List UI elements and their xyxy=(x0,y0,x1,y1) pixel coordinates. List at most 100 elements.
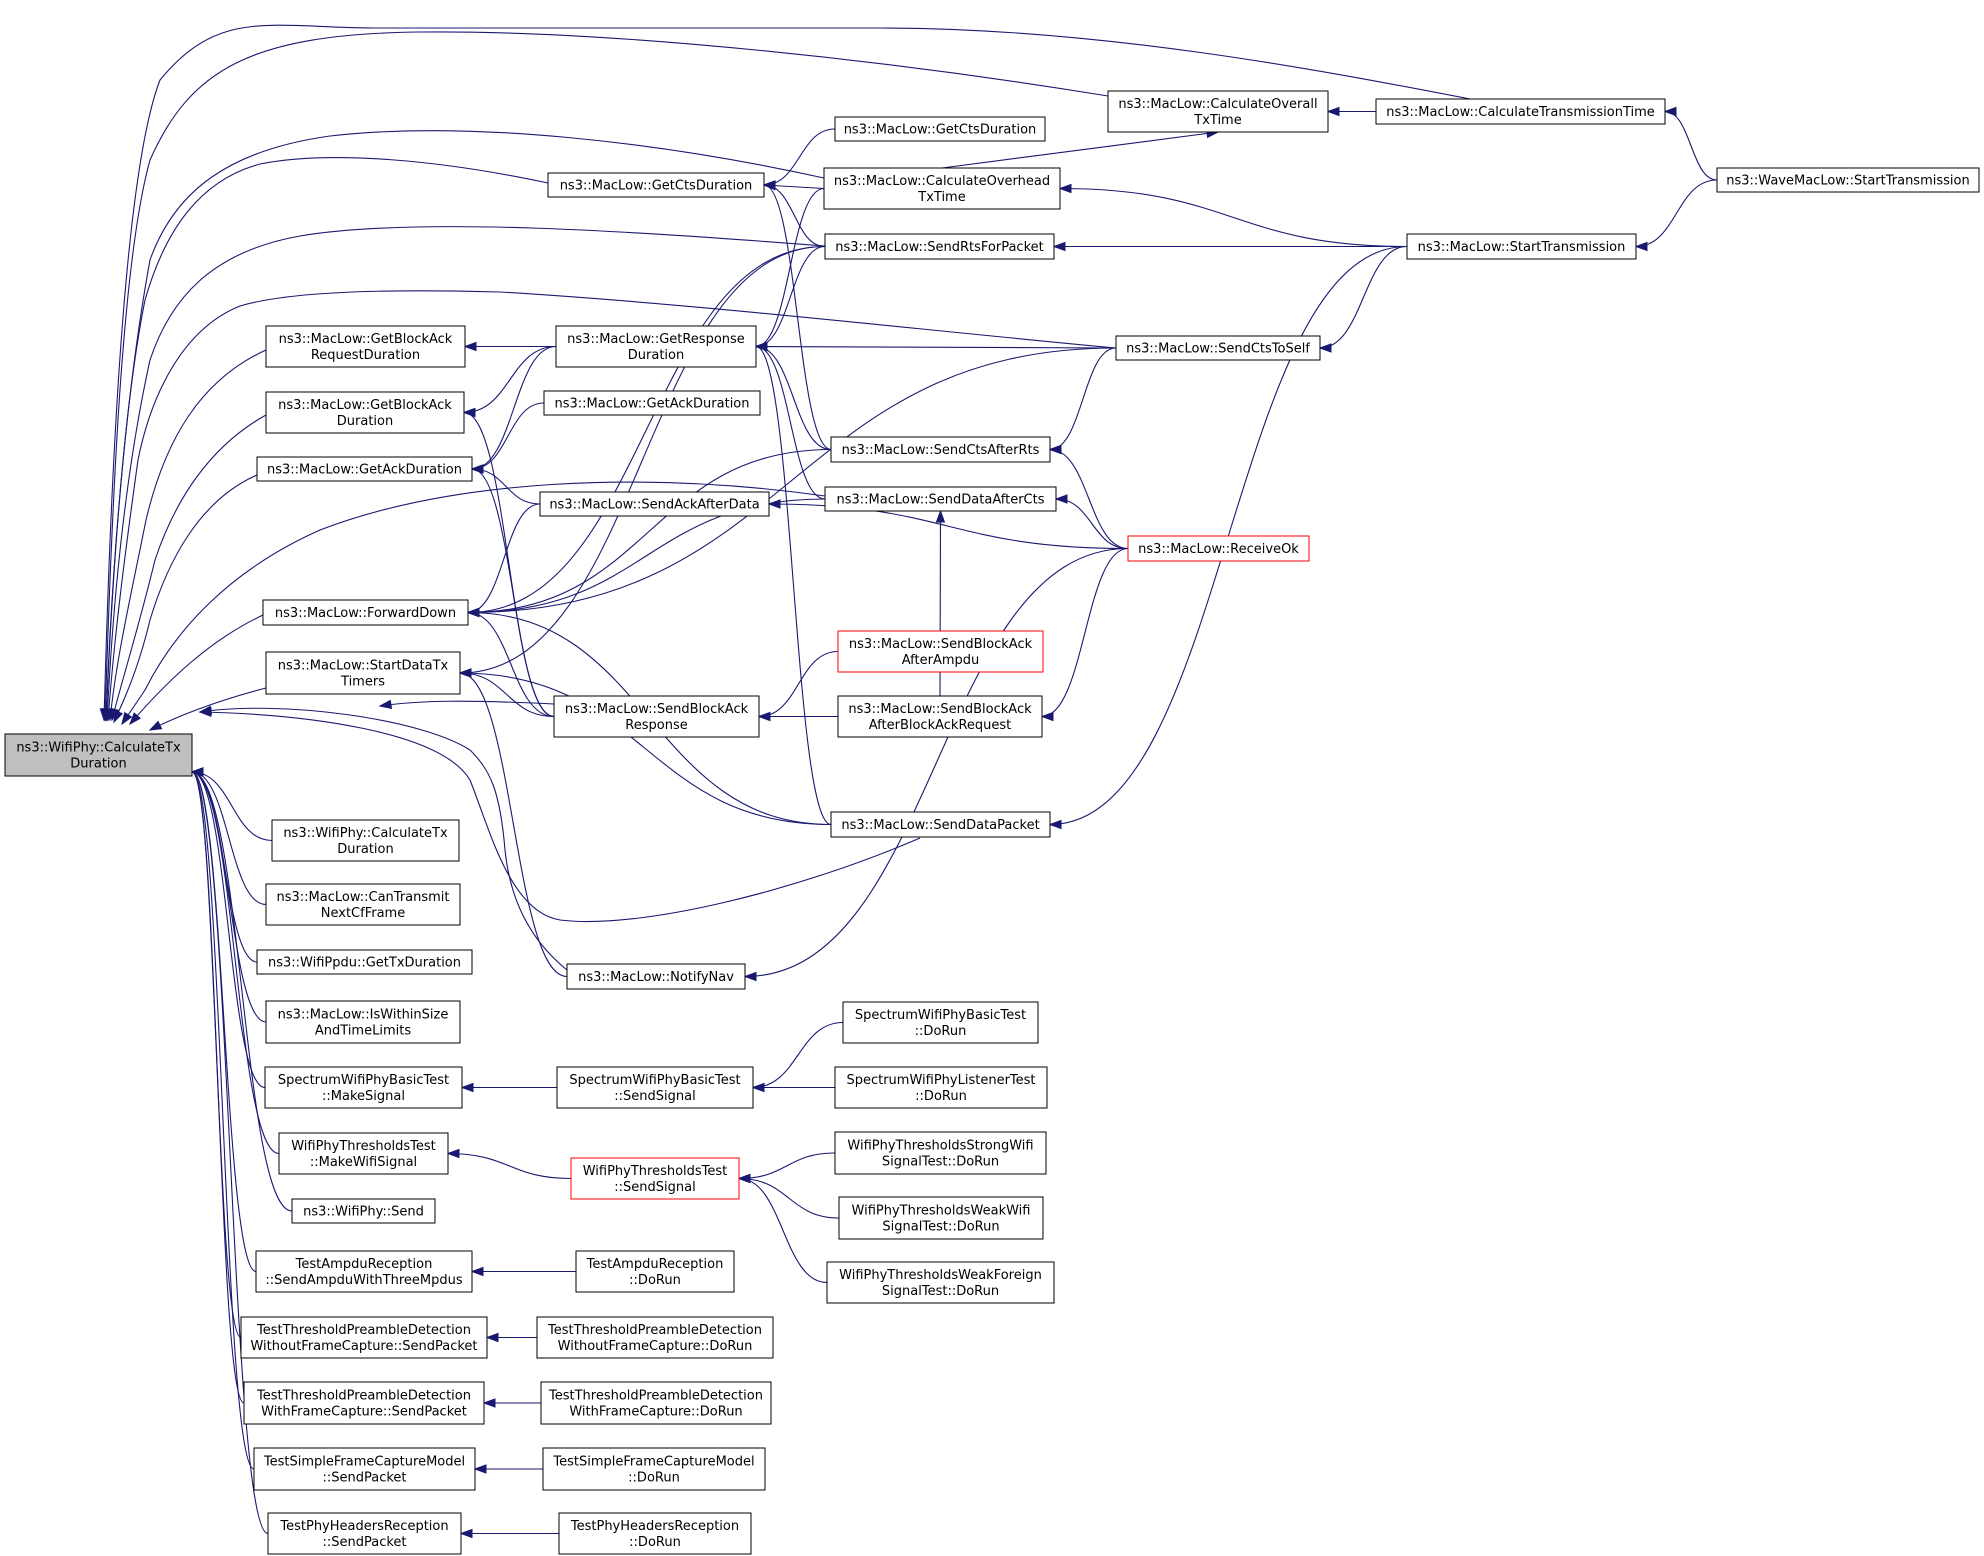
graph-node-tpd-cap-run[interactable]: TestThresholdPreambleDetectionWithFrameC… xyxy=(540,1381,772,1425)
graph-node-tpd-no-cap-run[interactable]: TestThresholdPreambleDetectionWithoutFra… xyxy=(536,1316,774,1359)
graph-node-thresh-strong[interactable]: WifiPhyThresholdsStrongWifiSignalTest::D… xyxy=(834,1131,1047,1175)
graph-node-tpd-no-cap-send[interactable]: TestThresholdPreambleDetectionWithoutFra… xyxy=(240,1316,488,1359)
node-label-line: ns3::WifiPhy::Send xyxy=(303,1205,424,1220)
graph-node-send-cts-self[interactable]: ns3::MacLow::SendCtsToSelf xyxy=(1115,335,1321,361)
graph-node-simple-send[interactable]: TestSimpleFrameCaptureModel::SendPacket xyxy=(253,1447,476,1491)
graph-node-notify-nav[interactable]: ns3::MacLow::NotifyNav xyxy=(566,963,746,990)
node-label-line: AfterBlockAckRequest xyxy=(869,718,1012,733)
node-box xyxy=(536,1316,774,1359)
graph-node-get-cts2[interactable]: ns3::MacLow::GetCtsDuration xyxy=(834,116,1046,142)
call-edge xyxy=(190,767,257,1273)
call-edge xyxy=(121,481,826,726)
node-box xyxy=(262,599,469,626)
node-box xyxy=(267,1512,462,1555)
node-label-line: ns3::MacLow::StartTransmission xyxy=(1418,240,1626,255)
node-box xyxy=(271,819,460,862)
graph-node-simple-run[interactable]: TestSimpleFrameCaptureModel::DoRun xyxy=(542,1447,766,1491)
graph-node-send-cts-rts[interactable]: ns3::MacLow::SendCtsAfterRts xyxy=(830,436,1051,463)
edge-path xyxy=(1635,179,1718,248)
graph-node-thresh-make[interactable]: WifiPhyThresholdsTest::MakeWifiSignal xyxy=(278,1132,449,1175)
graph-node-hdr-send[interactable]: TestPhyHeadersReception::SendPacket xyxy=(267,1512,462,1555)
graph-node-thresh-send[interactable]: WifiPhyThresholdsTest::SendSignal xyxy=(570,1157,740,1200)
graph-node-spec-basic-do-run[interactable]: SpectrumWifiPhyBasicTest::DoRun xyxy=(842,1001,1039,1044)
graph-node-hdr-run[interactable]: TestPhyHeadersReception::DoRun xyxy=(558,1512,752,1555)
node-box xyxy=(823,167,1061,210)
graph-node-phy-send[interactable]: ns3::WifiPhy::Send xyxy=(291,1198,436,1224)
arrowhead xyxy=(198,707,212,717)
call-edge xyxy=(751,1082,835,1093)
call-edge xyxy=(446,1148,572,1180)
graph-node-fwd-down[interactable]: ns3::MacLow::ForwardDown xyxy=(262,599,469,626)
graph-node-spec-send[interactable]: SpectrumWifiPhyBasicTest::SendSignal xyxy=(556,1066,754,1109)
graph-node-tpd-cap-send[interactable]: TestThresholdPreambleDetectionWithFrameC… xyxy=(243,1381,485,1425)
edge-path xyxy=(111,414,267,721)
graph-node-get-ack1[interactable]: ns3::MacLow::GetAckDuration xyxy=(256,456,473,482)
graph-node-get-cts1[interactable]: ns3::MacLow::GetCtsDuration xyxy=(547,172,765,198)
node-label-line: Timers xyxy=(340,675,385,690)
edge-path xyxy=(459,245,826,674)
edge-path xyxy=(1041,547,1129,718)
call-edge xyxy=(190,767,255,1470)
call-edge xyxy=(113,474,258,724)
node-box xyxy=(838,1196,1044,1240)
node-label-line: ::DoRun xyxy=(628,1471,680,1486)
graph-node-send-data-pkt[interactable]: ns3::MacLow::SendDataPacket xyxy=(830,811,1051,838)
call-edge xyxy=(106,349,267,722)
graph-node-send-ack-data[interactable]: ns3::MacLow::SendAckAfterData xyxy=(539,491,770,517)
node-label-line: WithFrameCapture::DoRun xyxy=(569,1405,742,1420)
graph-node-ampdu-send[interactable]: TestAmpduReception::SendAmpduWithThreeMp… xyxy=(255,1250,473,1293)
call-edge xyxy=(1634,179,1718,252)
graph-node-ppdu[interactable]: ns3::WifiPpdu::GetTxDuration xyxy=(256,949,473,975)
node-box xyxy=(4,733,193,777)
call-edge xyxy=(148,687,267,731)
call-edge xyxy=(754,341,826,500)
call-edge xyxy=(458,245,826,678)
graph-node-wave-start[interactable]: ns3::WaveMacLow::StartTransmission xyxy=(1716,167,1980,193)
graph-node-thresh-weak-foreign[interactable]: WifiPhyThresholdsWeakForeignSignalTest::… xyxy=(826,1261,1055,1304)
edge-path xyxy=(459,672,568,978)
edge-path xyxy=(744,547,1129,978)
graph-node-spec-listener[interactable]: SpectrumWifiPhyListenerTest::DoRun xyxy=(834,1066,1048,1109)
edge-path xyxy=(191,771,267,906)
graph-node-send-rts[interactable]: ns3::MacLow::SendRtsForPacket xyxy=(824,233,1055,260)
node-label-line: ::DoRun xyxy=(915,1089,967,1104)
graph-node-thresh-weak-wifi[interactable]: WifiPhyThresholdsWeakWifiSignalTest::DoR… xyxy=(838,1196,1044,1240)
node-label-line: ns3::MacLow::SendDataPacket xyxy=(841,818,1039,833)
edge-path xyxy=(191,771,255,1470)
node-label-line: ns3::MacLow::GetCtsDuration xyxy=(560,179,753,194)
graph-node-spec-make[interactable]: SpectrumWifiPhyBasicTest::MakeSignal xyxy=(264,1066,463,1109)
node-label-line: ns3::MacLow::GetBlockAck xyxy=(279,332,453,347)
graph-node-send-data-cts[interactable]: ns3::MacLow::SendDataAfterCts xyxy=(824,486,1057,512)
graph-node-ampdu-do-run[interactable]: TestAmpduReception::DoRun xyxy=(575,1250,735,1293)
graph-node-receive-ok[interactable]: ns3::MacLow::ReceiveOk xyxy=(1127,535,1310,562)
call-edge xyxy=(754,341,1117,352)
node-box xyxy=(1107,90,1329,133)
call-edge xyxy=(757,650,839,722)
node-label-line: WifiPhyThresholdsTest xyxy=(291,1139,436,1154)
node-label-line: TestPhyHeadersReception xyxy=(570,1519,739,1534)
call-edge xyxy=(458,668,555,718)
edge-path xyxy=(103,24,1471,721)
node-label-line: ns3::WifiPhy::CalculateTx xyxy=(283,826,448,841)
graph-node-calc-trans-time[interactable]: ns3::MacLow::CalculateTransmissionTime xyxy=(1375,98,1666,125)
arrowhead xyxy=(762,180,776,190)
node-label-line: WifiPhyThresholdsWeakForeign xyxy=(839,1268,1042,1283)
graph-node-send-ba-bar[interactable]: ns3::MacLow::SendBlockAckAfterBlockAckRe… xyxy=(837,695,1043,738)
graph-node-start-trans[interactable]: ns3::MacLow::StartTransmission xyxy=(1406,233,1637,260)
call-edge xyxy=(198,707,921,923)
edge-path xyxy=(941,131,1219,169)
graph-node-get-ack2[interactable]: ns3::MacLow::GetAckDuration xyxy=(543,390,761,416)
